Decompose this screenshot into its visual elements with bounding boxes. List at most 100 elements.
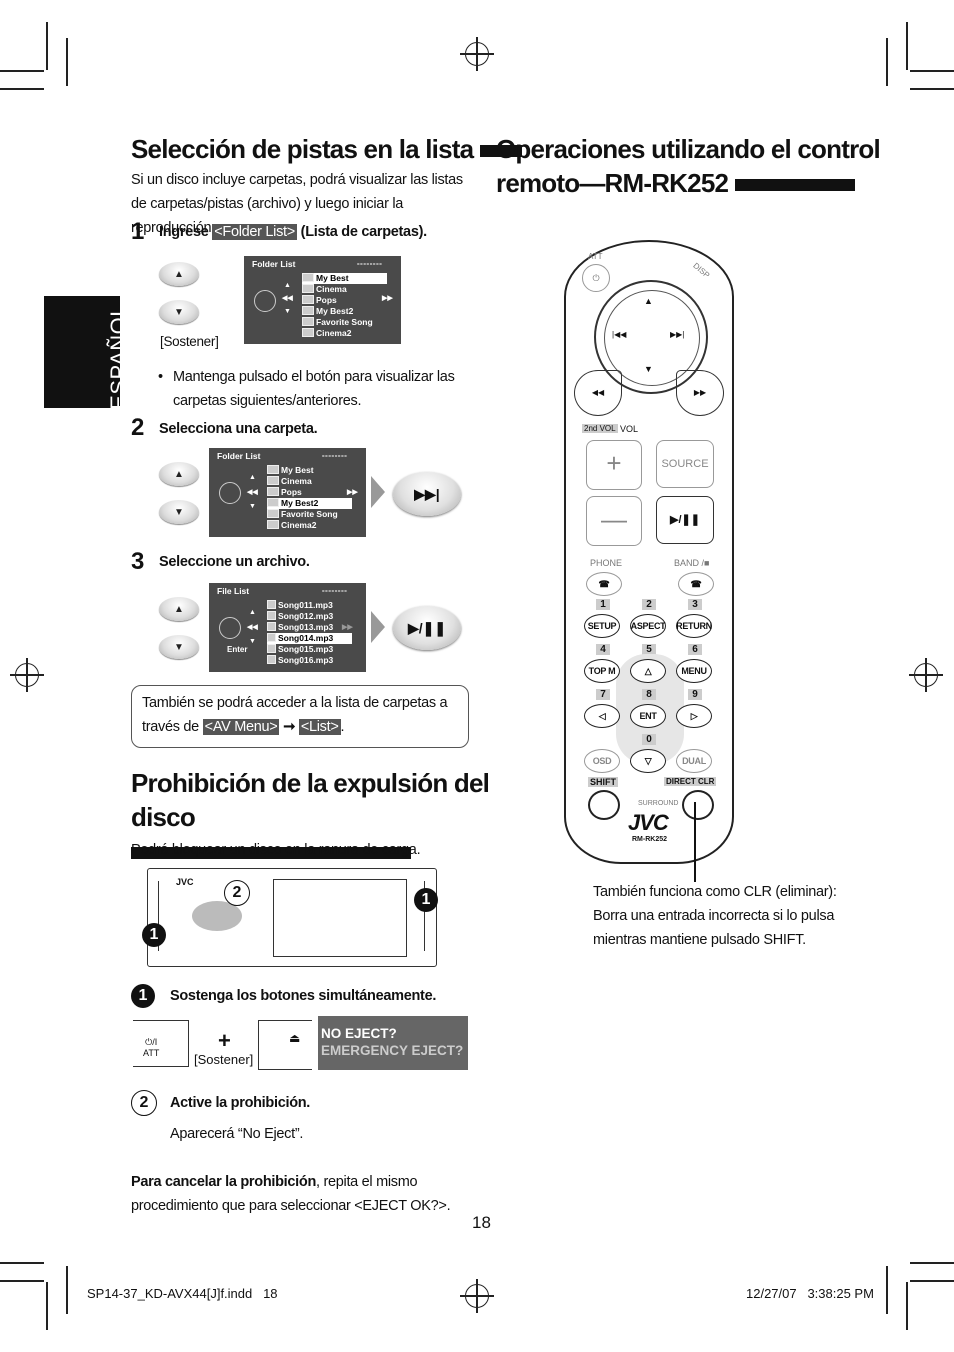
step-number: 1 <box>131 218 145 245</box>
registration-mark <box>460 37 494 71</box>
dual-button[interactable]: DUAL <box>676 749 712 773</box>
prev-icon: ◀◀ <box>247 489 258 496</box>
crop-mark <box>910 1280 954 1282</box>
direct-clr-button[interactable] <box>682 790 714 820</box>
list-item: Song012.mp3 <box>267 611 352 622</box>
return-button[interactable]: RETURN <box>676 614 712 638</box>
menu-button[interactable]: MENU <box>676 659 712 683</box>
disp-label[interactable]: DISP <box>691 261 712 280</box>
file-list-screen: File List - - - - - - - - Enter ▲ ◀◀ ▼ ▶… <box>209 583 366 672</box>
down-button[interactable]: ▽ <box>630 749 666 773</box>
num-label: 9 <box>688 689 702 700</box>
footer-file: SP14-37_KD-AVX44[J]f.indd 18 <box>87 1286 278 1301</box>
num-label: 3 <box>688 599 702 610</box>
remote-caption: También funciona como CLR (eliminar): Bo… <box>593 884 837 948</box>
next-icon: ▶▶ <box>347 489 358 496</box>
up-arrow-icon[interactable]: ▲ <box>644 296 653 306</box>
surround-label: SURROUND <box>638 800 679 807</box>
top-menu-button[interactable]: TOP M <box>584 659 620 683</box>
enter-button[interactable]: ENT <box>630 704 666 728</box>
step-label: Seleccione un archivo. <box>159 554 310 570</box>
prev-icon: ◀◀ <box>282 295 293 302</box>
next-track-button[interactable]: ▶▶| <box>393 472 461 516</box>
osd-button[interactable]: OSD <box>584 749 620 773</box>
up-button[interactable]: ▲ <box>159 597 199 621</box>
list-item: Favorite Song <box>267 509 352 520</box>
up-button[interactable]: ▲ <box>159 262 199 286</box>
callout-2: 2 <box>224 880 250 906</box>
vol-down-button[interactable]: — <box>586 496 642 546</box>
list-item: Song014.mp3 <box>267 633 352 644</box>
right-button[interactable]: ▷ <box>676 704 712 728</box>
vol-up-button[interactable]: + <box>586 440 642 490</box>
control-pad[interactable] <box>192 901 242 931</box>
num-label: 4 <box>596 644 610 655</box>
up-button[interactable]: ▲ <box>159 462 199 486</box>
setup-button[interactable]: SETUP <box>584 614 620 638</box>
down-button[interactable]: ▼ <box>159 635 199 659</box>
hold-label: [Sostener] <box>194 1052 254 1067</box>
eject-icon[interactable]: ⏏ <box>289 1031 301 1045</box>
shift-button[interactable] <box>588 790 620 820</box>
source-button[interactable]: SOURCE <box>656 440 714 488</box>
head-unit-illustration: JVC <box>147 868 437 967</box>
callout-1: 1 <box>142 923 166 947</box>
power-icon[interactable]: ⏻ <box>582 264 610 292</box>
vol2-label: 2nd VOL <box>582 424 618 433</box>
num-label: 6 <box>688 644 702 655</box>
list-item: Cinema2 <box>267 520 352 531</box>
section-title-line2: remoto—RM-RK252 <box>496 166 855 200</box>
num-label: 0 <box>642 734 656 745</box>
step-label: Ingrese <Folder List> (Lista de carpetas… <box>159 224 427 240</box>
num-label: 2 <box>642 599 656 610</box>
display-panel <box>273 879 407 957</box>
list-item: Pops <box>302 295 387 306</box>
next-icon: ▶▶ <box>382 295 393 302</box>
phone-answer-button[interactable]: ☎ <box>586 572 622 596</box>
step-label: Selecciona una carpeta. <box>159 421 318 437</box>
crop-mark <box>66 38 68 86</box>
num-label: 5 <box>642 644 656 655</box>
crop-mark <box>0 1280 44 1282</box>
shift-label: SHIFT <box>588 777 618 787</box>
next-track-icon[interactable]: ▶▶| <box>670 330 685 339</box>
crop-mark <box>910 1262 954 1264</box>
language-tab-label: ESPAÑOL <box>106 304 131 410</box>
crop-mark <box>0 1262 44 1264</box>
folder-list-screen: Folder List - - - - - - - - ▲ ◀◀ ▼ ▶▶ My… <box>209 448 366 537</box>
callout-1: 1 <box>414 888 438 912</box>
step-number: 3 <box>131 548 145 575</box>
section-intro: Podrá bloquear un disco en la ranura de … <box>131 842 421 858</box>
joystick-icon <box>219 482 241 504</box>
arrow-right-icon <box>371 476 385 508</box>
down-button[interactable]: ▼ <box>159 500 199 524</box>
next-icon: ▶▶ <box>342 624 353 631</box>
crop-mark <box>0 70 44 72</box>
navigation-ring[interactable]: ▲ ▼ |◀◀ ▶▶| <box>594 280 708 394</box>
crop-mark <box>910 70 954 72</box>
up-button[interactable]: △ <box>630 659 666 683</box>
list-item: Favorite Song <box>302 317 387 328</box>
play-pause-button[interactable]: ▶/❚❚ <box>393 606 461 650</box>
fast-forward-button[interactable]: ▶▶ <box>676 370 724 416</box>
left-button[interactable]: ◁ <box>584 704 620 728</box>
step-label: Sostenga los botones simultáneamente. <box>170 988 437 1004</box>
screen-header: File List <box>217 586 250 596</box>
play-pause-button[interactable]: ▶/❚❚ <box>656 496 714 544</box>
remote-control: ATT ⏻ DISP ▲ ▼ |◀◀ ▶▶| ◀◀ ▶▶ 2nd VOL VOL… <box>564 240 734 864</box>
up-icon: ▲ <box>249 609 256 616</box>
display-line-1: NO EJECT? <box>321 1026 397 1041</box>
prev-icon: ◀◀ <box>247 624 258 631</box>
phone-hangup-button[interactable]: ☎ <box>678 572 714 596</box>
rewind-button[interactable]: ◀◀ <box>574 370 622 416</box>
aspect-button[interactable]: ASPECT <box>630 614 666 638</box>
prev-track-icon[interactable]: |◀◀ <box>612 330 627 339</box>
down-button[interactable]: ▼ <box>159 300 199 324</box>
direct-clr-label: DIRECT CLR <box>664 777 717 786</box>
footer-date: 12/27/07 3:38:25 PM <box>746 1286 874 1301</box>
crop-mark <box>886 1266 888 1314</box>
registration-mark <box>909 658 943 692</box>
down-arrow-icon[interactable]: ▼ <box>644 364 653 374</box>
num-label: 1 <box>596 599 610 610</box>
